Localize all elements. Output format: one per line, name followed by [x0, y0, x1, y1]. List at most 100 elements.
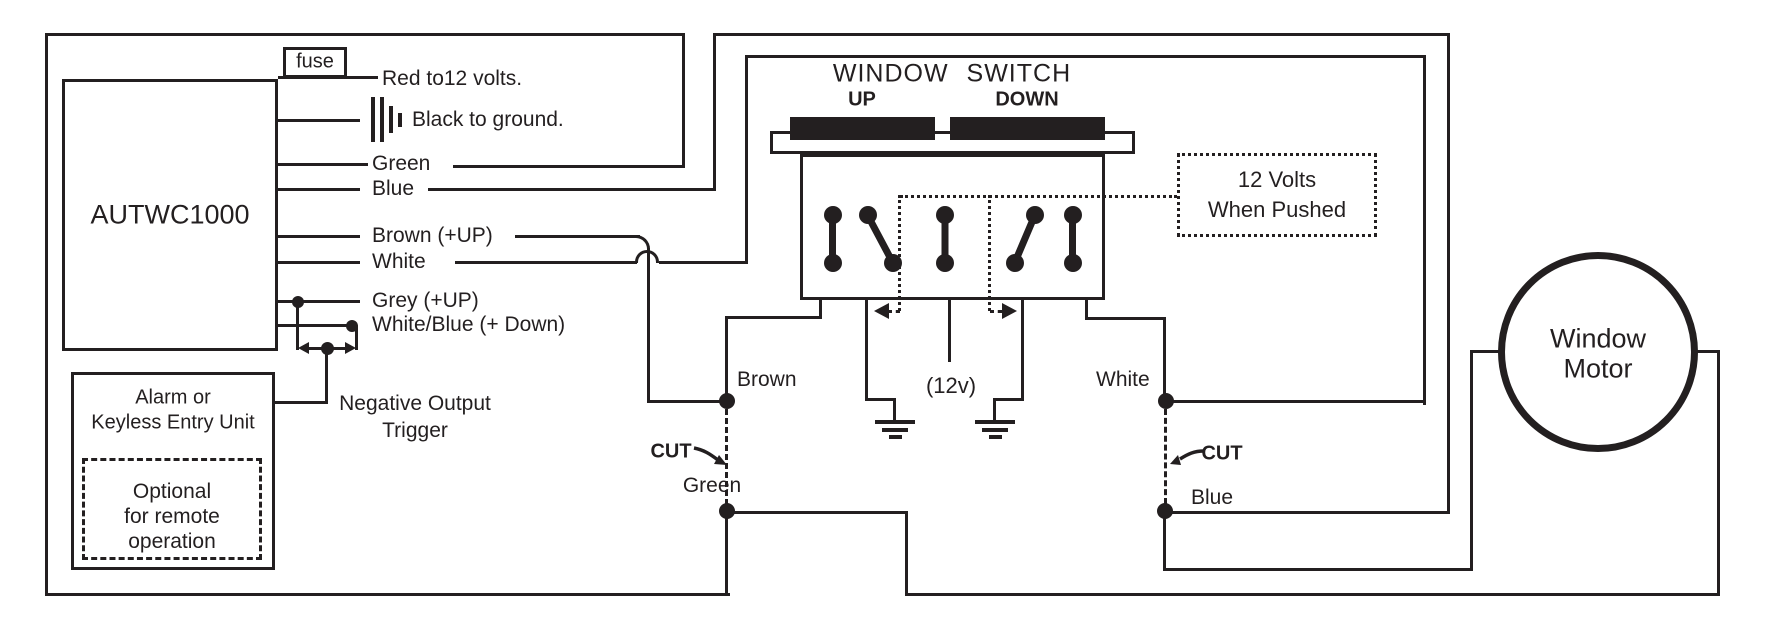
- contact-dot: [936, 206, 954, 224]
- wire-white-run2: [659, 261, 748, 264]
- wire-green-riser: [682, 33, 685, 168]
- switch-down-button[interactable]: [950, 117, 1105, 140]
- ground-icon: [889, 435, 902, 439]
- alarm-box: [71, 372, 275, 570]
- arrow-right-icon: [345, 342, 356, 354]
- label-trigger-line2: Trigger: [382, 419, 448, 442]
- label-trigger-line1: Negative Output: [339, 392, 491, 415]
- rocker-dotted-right: [988, 195, 991, 311]
- label-black-wire: Black to ground.: [412, 108, 564, 131]
- trigger-to-alarm: [275, 401, 327, 404]
- switch-down-label: DOWN: [995, 88, 1059, 111]
- wire-whiteblue-stub: [278, 324, 354, 327]
- cut-wire-right: [1164, 409, 1167, 504]
- wire-blue-top: [713, 33, 1450, 36]
- wire-white-top: [745, 55, 1426, 58]
- label-green-wire: Green: [372, 152, 431, 175]
- wire-green-jog: [905, 511, 908, 596]
- switch-up-button[interactable]: [790, 117, 935, 140]
- wire-brown-switch-step: [725, 316, 822, 319]
- wire-blue-down-right: [1447, 33, 1450, 514]
- trigger-drop-whiteblue: [355, 326, 358, 350]
- optional-line3: operation: [128, 530, 216, 553]
- junction-dot-green: [719, 503, 735, 519]
- wire-ground-right: [1021, 300, 1024, 401]
- wire-black-stub: [278, 119, 360, 122]
- wire-blue-run: [428, 188, 716, 191]
- wire-green-left-border: [45, 33, 48, 596]
- wire-brown-run: [515, 235, 640, 238]
- label-junction-white: White: [1096, 368, 1150, 391]
- ground-icon: [982, 428, 1008, 432]
- junction-dot-white: [1158, 393, 1174, 409]
- contact-dot: [936, 254, 954, 272]
- window-switch-title: WINDOW SWITCH: [832, 59, 1072, 88]
- wire-grey-stub: [278, 300, 360, 303]
- ground-symbol-bar: [389, 106, 393, 133]
- wire-blue-to-motor: [1163, 568, 1473, 571]
- contact-dot: [1064, 254, 1082, 272]
- wire-white-run: [455, 261, 637, 264]
- wire-green-bottom-right: [905, 593, 1720, 596]
- label-junction-blue: Blue: [1191, 486, 1234, 509]
- contact-dot: [1026, 206, 1044, 224]
- label-cut-left: CUT: [650, 440, 692, 463]
- switch-contact-1: [829, 215, 836, 263]
- wire-motor-right-riser: [1717, 350, 1720, 596]
- label-junction-green: Green: [682, 474, 742, 497]
- rocker-dotted-left: [898, 195, 901, 311]
- wire-brown-to-dot: [647, 400, 730, 403]
- wire-ground-left-jog: [865, 398, 896, 401]
- rocker-arrow-left-icon: [874, 303, 889, 319]
- optional-dashed-box: [82, 458, 262, 560]
- wire-blue-to-dot: [1166, 511, 1450, 514]
- rocker-dotted-stub-right: [990, 310, 1002, 313]
- trigger-drop: [325, 348, 328, 404]
- label-junction-brown: Brown: [737, 368, 797, 391]
- wire-brown-switch-step-v: [819, 300, 822, 319]
- wire-green-right: [727, 511, 908, 514]
- wire-blue-dot-drop: [1163, 511, 1166, 571]
- label-blue-wire: Blue: [372, 177, 415, 200]
- contact-dot: [824, 254, 842, 272]
- ground-symbol-bar: [371, 97, 375, 142]
- wire-blue-riser: [713, 33, 716, 191]
- switch-contact-5: [1069, 215, 1076, 263]
- ground-symbol-bar: [398, 113, 402, 127]
- wire-motor-right-stub: [1694, 350, 1720, 353]
- wire-brown-switch-riser: [725, 316, 728, 404]
- fuse-label: fuse: [296, 50, 334, 73]
- contact-dot: [884, 254, 902, 272]
- cut-arrow-left-icon: [693, 446, 727, 465]
- rocker-dotted-top: [900, 195, 1177, 198]
- wire-green-top: [45, 33, 685, 36]
- wire-ground-right-stub: [993, 398, 996, 420]
- rocker-dotted-stub-left: [888, 310, 900, 313]
- alarm-label-line2: Keyless Entry Unit: [91, 411, 255, 434]
- window-motor-circle: [1498, 252, 1698, 452]
- wire-green-bottom-left: [45, 593, 730, 596]
- junction-dot-brown: [719, 393, 735, 409]
- rocker-arrow-right-icon: [1002, 303, 1017, 319]
- contact-dot: [859, 206, 877, 224]
- wire-white-switch-riser: [1163, 317, 1166, 405]
- alarm-label-line1: Alarm or: [135, 386, 211, 409]
- wire-ground-right-jog: [993, 398, 1024, 401]
- junction-dot-blue: [1157, 503, 1173, 519]
- motor-label-line1: Window: [1549, 323, 1647, 354]
- ground-icon: [875, 420, 915, 424]
- wire-white-to-dot: [1166, 400, 1426, 403]
- cut-wire-left: [725, 409, 728, 505]
- ground-icon: [882, 428, 908, 432]
- motor-label-line2: Motor: [1563, 353, 1633, 384]
- wire-ground-left: [865, 300, 868, 401]
- ground-icon: [975, 420, 1015, 424]
- optional-line1: Optional: [132, 480, 212, 503]
- wire-white-riser: [745, 55, 748, 264]
- label-red-wire: Red to12 volts.: [382, 67, 523, 90]
- contact-dot: [1064, 206, 1082, 224]
- wire-brown-stub: [278, 235, 360, 238]
- wire-brown-corner: [636, 235, 650, 249]
- ground-symbol-bar: [380, 97, 384, 142]
